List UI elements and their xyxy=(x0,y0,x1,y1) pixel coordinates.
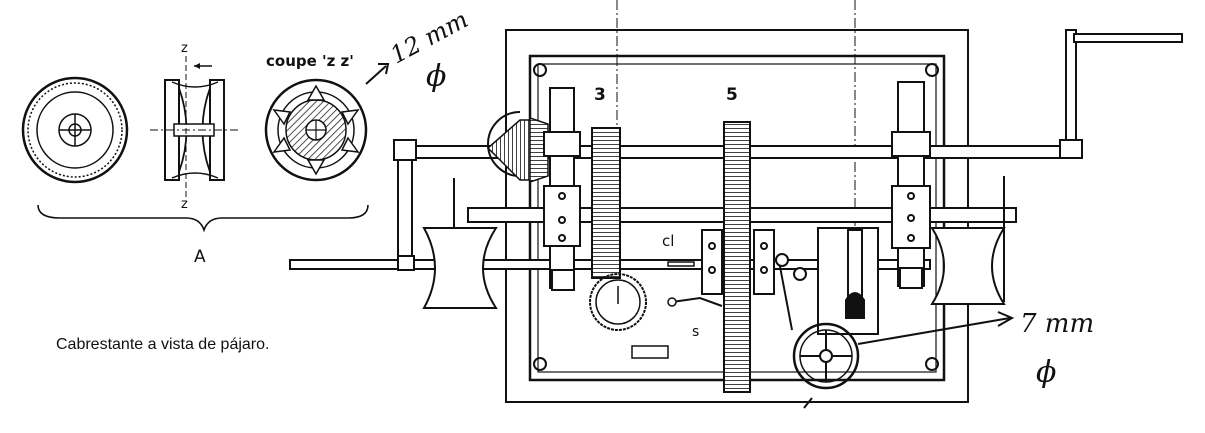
pulley-side-view xyxy=(150,56,240,200)
diameter-symbol-2: ϕ xyxy=(1036,355,1056,390)
diameter-symbol-1: ϕ xyxy=(426,59,446,94)
note-12mm-arrow xyxy=(365,63,390,85)
note-7mm-leader xyxy=(857,317,1011,345)
gear-5-label: 5 xyxy=(726,85,738,105)
section-marker-top: z xyxy=(181,41,188,56)
cl-part xyxy=(667,261,695,267)
pawl xyxy=(671,296,723,307)
gear-3 xyxy=(591,127,621,279)
bevel-gear xyxy=(486,111,549,184)
group-a-label: A xyxy=(194,247,206,267)
gear-3-label: 3 xyxy=(594,85,606,105)
crank-lever-left xyxy=(393,139,417,271)
pulley-section-zz xyxy=(264,78,368,182)
gear-5 xyxy=(723,121,751,393)
coupe-label: coupe 'z z' xyxy=(266,52,354,70)
small-bracket xyxy=(631,345,669,359)
spool-right xyxy=(930,176,1006,305)
bearing-bracket-center xyxy=(701,229,775,295)
section-marker-bottom: z xyxy=(181,197,188,212)
spool-left xyxy=(422,178,498,309)
note-7mm: 7 mm xyxy=(1020,309,1094,339)
group-brace xyxy=(37,204,369,233)
bearing-bracket-left xyxy=(543,87,581,291)
ratchet-dial xyxy=(589,273,647,331)
bearing-bracket-right xyxy=(891,81,931,289)
brake-lever xyxy=(775,253,807,331)
handwheel xyxy=(792,322,860,409)
figure-caption: Cabrestante a vista de pájaro. xyxy=(56,336,270,353)
brake-housing xyxy=(817,227,879,335)
pulley-front-view xyxy=(21,76,129,184)
cl-label: cl xyxy=(662,232,674,250)
crank-handle xyxy=(1059,29,1183,159)
s-label: s xyxy=(692,324,699,340)
